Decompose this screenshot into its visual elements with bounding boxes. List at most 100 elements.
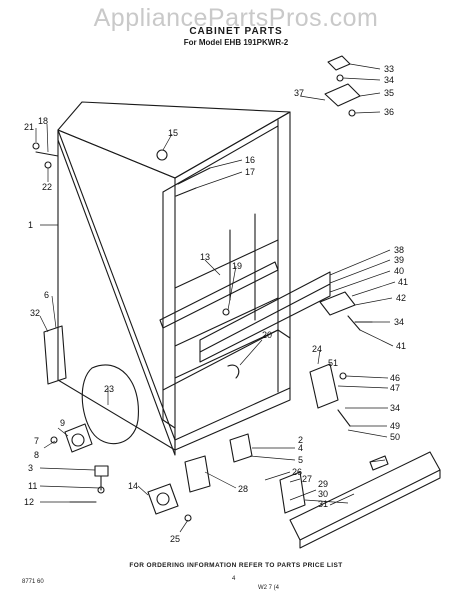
interior-shelf-rib-low (174, 329, 279, 379)
callout-7: 7 (34, 436, 39, 446)
callout-5: 5 (298, 455, 303, 465)
roller-8 (64, 423, 93, 453)
callout-11: 11 (28, 481, 37, 491)
cabinet-bottom-front (174, 387, 291, 441)
bracket-6 (43, 325, 67, 385)
hinge-washer-46 (339, 372, 347, 380)
screw-18 (35, 151, 59, 157)
callout-41a: 41 (398, 277, 408, 287)
leveling-leg-3 (94, 465, 109, 491)
drawing-code: 8771 60 (22, 579, 44, 585)
callout-38: 38 (394, 245, 404, 255)
grille-bracket (279, 471, 306, 514)
callout-46: 46 (390, 373, 400, 383)
callout-35: 35 (384, 88, 394, 98)
callout-1: 1 (28, 220, 33, 230)
nut-11 (97, 486, 105, 494)
callout-40: 40 (394, 266, 404, 276)
guide-17 (175, 187, 197, 197)
bottom-hinge (309, 363, 339, 409)
callout-18: 18 (38, 116, 48, 126)
screw-25 (184, 514, 192, 522)
callout-21: 21 (24, 122, 34, 132)
roller-bracket (229, 433, 253, 463)
callout-4: 4 (298, 443, 303, 453)
callout-42: 42 (396, 293, 406, 303)
shield-28 (184, 455, 211, 493)
callout-19: 19 (232, 261, 242, 271)
center-hinge-pin (347, 315, 361, 331)
callout-12: 12 (24, 497, 34, 507)
callout-20: 20 (262, 330, 272, 340)
callout-47: 47 (390, 383, 400, 393)
roller-wheel (71, 433, 85, 447)
washer-21 (32, 142, 40, 150)
callout-39: 39 (394, 255, 404, 265)
drawing-mark: W2 7 (4 (258, 585, 280, 591)
callout-23: 23 (104, 384, 114, 394)
plug-15 (156, 149, 168, 161)
callout-15: 15 (168, 128, 178, 138)
callout-50: 50 (390, 432, 400, 442)
callout-29: 29 (318, 479, 328, 489)
callout-33: 33 (384, 64, 394, 74)
front-rail (199, 271, 331, 353)
panel-23 (81, 364, 139, 445)
bracket-14-wheel (156, 492, 170, 506)
toe-grille-face (299, 469, 441, 549)
callout-3: 3 (28, 463, 33, 473)
cabinet-left-side (57, 129, 176, 456)
callout-49: 49 (390, 421, 400, 431)
stop-20 (227, 364, 240, 379)
hinge-washer-36 (348, 109, 356, 117)
interior-shelf-rib-upper (174, 239, 279, 289)
callout-13: 13 (200, 252, 210, 262)
hinge-screw-34 (336, 74, 344, 82)
callout-17: 17 (245, 167, 255, 177)
callout-37: 37 (294, 88, 304, 98)
top-hinge-cap (327, 55, 351, 71)
divider-mullion (159, 261, 279, 329)
cabinet-top (57, 101, 291, 179)
callout-31: 31 (318, 499, 328, 509)
screw-19 (222, 308, 230, 316)
callout-22: 22 (42, 182, 52, 192)
watermark: AppliancePartsPros.com (93, 4, 379, 32)
top-hinge (324, 83, 361, 107)
callout-6: 6 (44, 290, 49, 300)
model-line: For Model EHB 191PKWR-2 (183, 38, 289, 47)
callout-26: 26 (292, 467, 302, 477)
callout-24: 24 (312, 344, 322, 354)
cabinet-inner-left (162, 191, 176, 429)
callout-30: 30 (318, 489, 328, 499)
callout-27: 27 (302, 474, 312, 484)
callout-25: 25 (170, 534, 180, 544)
callout-34b: 34 (394, 317, 404, 327)
callout-36: 36 (384, 107, 394, 117)
cabinet-back-wall (229, 213, 256, 321)
callout-51: 51 (328, 358, 338, 368)
page-title: CABINET PARTS (189, 26, 283, 37)
callout-34a: 34 (384, 75, 394, 85)
cabinet-right-rail (174, 111, 291, 451)
bracket-14 (147, 483, 179, 515)
ordering-note: FOR ORDERING INFORMATION REFER TO PARTS … (129, 562, 343, 569)
callout-34c: 34 (390, 403, 400, 413)
toe-grille (289, 451, 441, 541)
guide-16 (177, 167, 211, 185)
spacer-22 (44, 161, 52, 169)
callout-8: 8 (34, 450, 39, 460)
grille-clip-29 (369, 455, 389, 471)
callout-28: 28 (238, 484, 248, 494)
page-number: 4 (232, 576, 236, 582)
center-hinge (319, 291, 356, 316)
cabinet-inner-top (162, 125, 279, 193)
callout-16: 16 (245, 155, 255, 165)
front-rail-lip (199, 283, 331, 363)
interior-shelf-rib-mid (174, 297, 279, 347)
callout-9: 9 (60, 418, 65, 428)
screw-7 (50, 436, 58, 444)
callout-32: 32 (30, 308, 40, 318)
hinge-pin-49 (337, 409, 351, 427)
